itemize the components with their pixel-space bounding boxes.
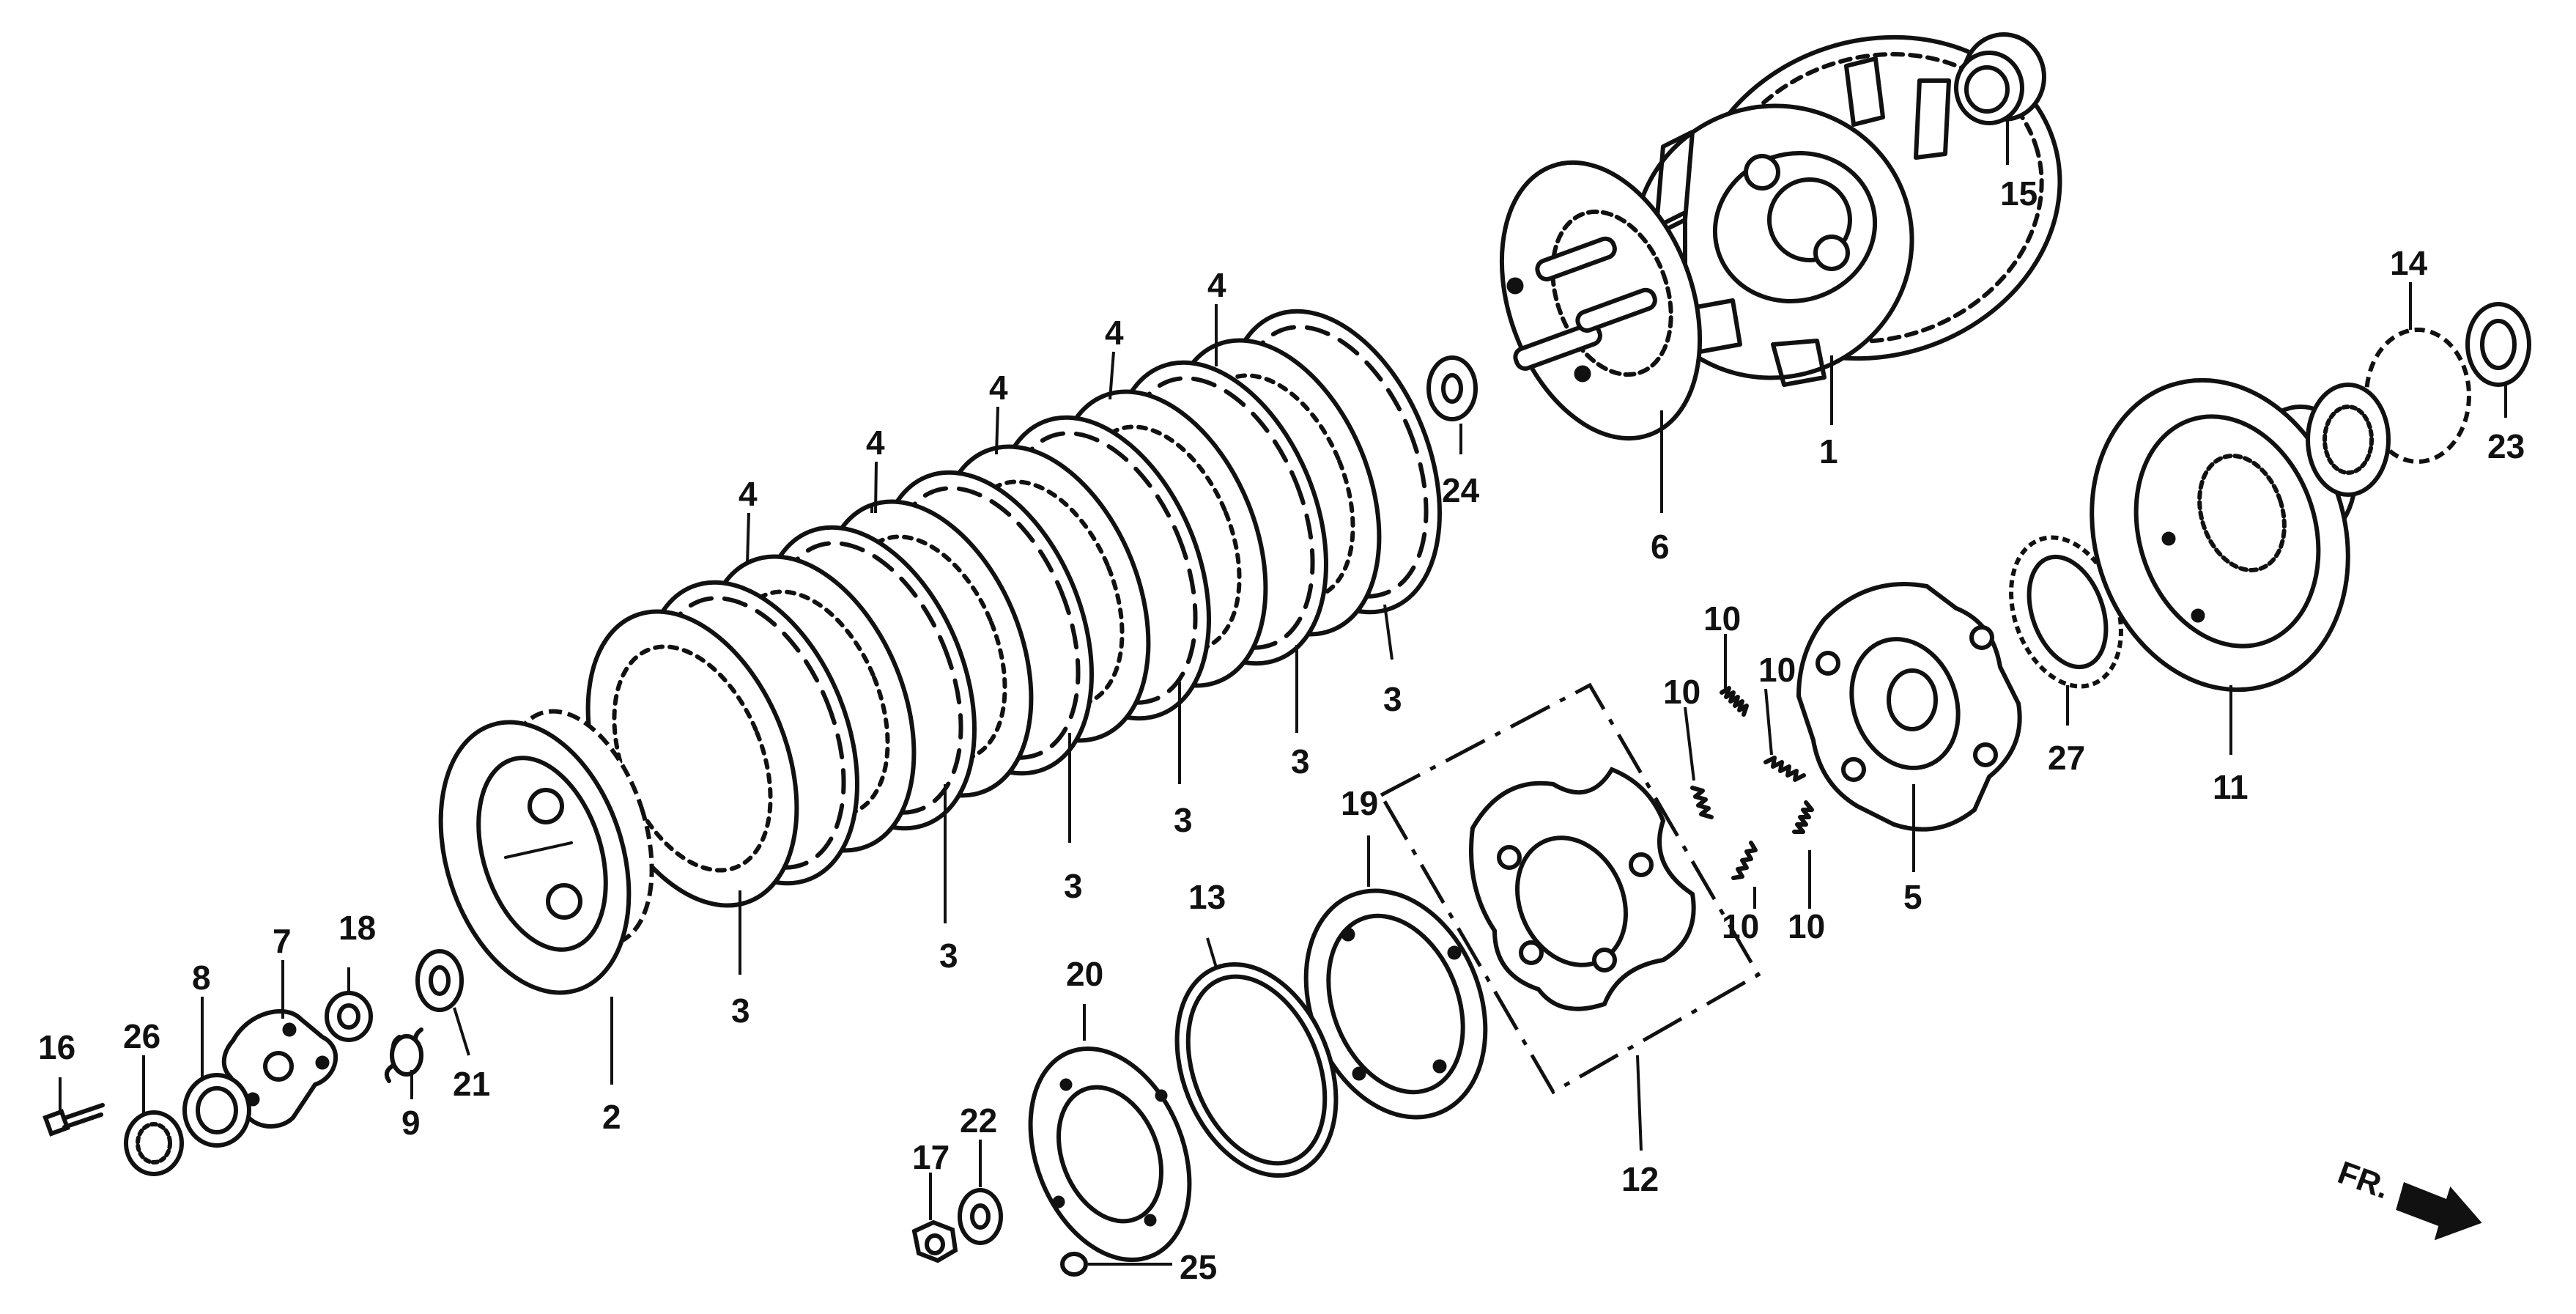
part-labels: 1 2 3 3 3 3 3 3 4 4 4 4 4 4 5 6 7 8 9 10… [38,174,2525,1286]
part-15-collar[interactable] [1954,32,2046,125]
label-16: 16 [38,1028,75,1066]
label-20: 20 [1066,955,1103,993]
part-7-lifter-plate[interactable] [221,1009,338,1129]
label-3d: 3 [1064,867,1083,905]
label-25: 25 [1180,1248,1217,1286]
clutch-plate-stack[interactable] [548,280,1481,937]
part-20-plate[interactable] [1001,1025,1219,1283]
part-16-bolt[interactable] [42,1103,105,1137]
part-21-washer[interactable] [415,949,464,1012]
part-2-pressure-plate[interactable] [408,693,678,1017]
label-3f: 3 [731,992,750,1030]
fr-label: FR. [2333,1154,2394,1206]
label-19: 19 [1341,784,1378,822]
label-3a: 3 [1383,680,1402,718]
label-27: 27 [2048,739,2085,777]
label-10b: 10 [1663,673,1700,711]
label-14: 14 [2390,244,2428,282]
label-6: 6 [1651,528,1670,566]
part-22-washer[interactable] [958,1188,1003,1245]
label-4a: 4 [1207,266,1226,304]
label-5: 5 [1903,878,1922,916]
part-23-washer[interactable] [2465,302,2531,387]
label-11: 11 [2213,768,2249,806]
label-4b: 4 [1105,314,1124,352]
label-24: 24 [1442,471,1480,509]
part-17-nut[interactable] [911,1219,958,1263]
part-5-plate[interactable] [1796,582,2022,832]
fr-arrow-icon [2396,1181,2482,1241]
part-10-springs[interactable] [1690,686,1814,880]
label-1: 1 [1819,432,1838,470]
label-12: 12 [1621,1160,1659,1198]
label-23: 23 [2487,427,2525,465]
label-2: 2 [602,1098,621,1136]
label-7: 7 [273,922,292,960]
label-10d: 10 [1722,907,1759,945]
label-3e: 3 [939,937,958,975]
label-8: 8 [192,959,211,997]
label-10c: 10 [1758,651,1796,689]
label-3b: 3 [1291,742,1310,780]
label-26: 26 [123,1017,160,1055]
label-17: 17 [912,1138,950,1176]
label-22: 22 [960,1101,997,1140]
part-12-clutch-weight-assembly[interactable] [1378,682,1761,1095]
part-18-nut[interactable] [325,991,373,1042]
label-3c: 3 [1174,801,1193,839]
part-14-gear[interactable] [2306,328,2471,497]
label-9: 9 [401,1104,421,1142]
label-4e: 4 [739,475,758,513]
label-4c: 4 [989,369,1008,407]
part-6-clutch-center[interactable] [1466,135,1736,466]
part-26-bearing[interactable] [124,1110,184,1176]
label-21: 21 [453,1065,490,1103]
part-11-clutch-drum[interactable] [2053,347,2387,723]
label-18: 18 [338,909,376,947]
part-9-spring[interactable] [384,1027,423,1083]
label-10a: 10 [1703,599,1741,638]
label-13: 13 [1188,878,1226,916]
part-25-nut[interactable] [1060,1252,1088,1277]
label-15: 15 [2000,174,2038,213]
part-8-bearing[interactable] [182,1073,251,1148]
part-24-washer[interactable] [1426,355,1478,421]
label-10e: 10 [1788,907,1825,945]
part-13-ring[interactable] [1147,940,1366,1199]
leader-lines [59,121,2507,1266]
label-4d: 4 [866,424,885,462]
front-direction-indicator: FR. [2333,1154,2482,1241]
